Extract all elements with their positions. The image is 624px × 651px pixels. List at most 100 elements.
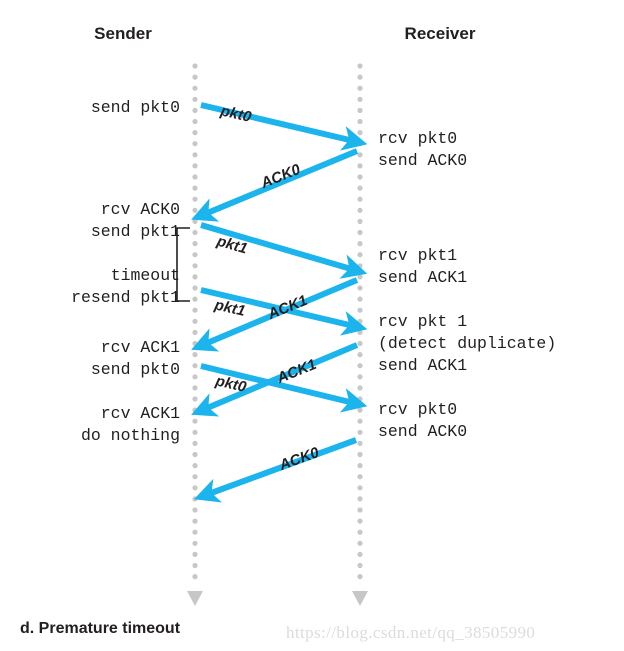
timeline-dot [192,163,198,169]
figure-caption: d. Premature timeout [20,620,181,637]
timeout-bracket-group [176,227,190,302]
timeline-dot [192,496,198,502]
timeline-dot [192,507,198,513]
timeline-dot [357,374,363,380]
timeline-dot [192,385,198,391]
timeline-dot [357,96,363,102]
timeline-dot [357,418,363,424]
timeline-dot [192,429,198,435]
timeline-dot [357,74,363,80]
receiver-event-r3: rcv pkt 1(detect duplicate)send ACK1 [378,311,556,377]
receiver-event-line: rcv pkt 1 [378,312,468,331]
timeline-dot [192,529,198,535]
timeline-dot [192,485,198,491]
timeline-dot [357,196,363,202]
timeline-dot [192,185,198,191]
timeline-dot [357,518,363,524]
timeline-dot [192,340,198,347]
timeline-dot [357,174,363,180]
message-arrow-m5 [191,277,359,352]
timeline-dot [357,440,363,446]
timeline-dot [357,218,363,224]
timeline-dot [357,107,363,113]
timeline-dot [192,318,198,324]
message-arrows-group [191,102,368,503]
message-arrow-m4 [200,287,368,336]
message-arrow-m6 [200,363,368,413]
timeline-dot [357,385,363,391]
receiver-event-line: send ACK0 [378,151,468,170]
timeline-dot [192,118,198,125]
timeline-dot [357,229,363,236]
timeline-dot [192,263,198,269]
receiver-event-line: (detect duplicate) [378,334,557,353]
timeline-dot [357,352,363,358]
timeline-dot [357,141,363,147]
sender-event-line: resend pkt1 [71,288,180,307]
timeline-dot [357,463,363,469]
timeline-dot [357,63,363,69]
watermark-text: https://blog.csdn.net/qq_38505990 [286,623,536,642]
receiver-event-line: rcv pkt1 [378,246,458,265]
timeline-dot [192,396,198,402]
timeline-dot [192,85,198,91]
timeline-dot [357,551,363,558]
timeline-dot [357,496,363,502]
receiver-event-line: send ACK1 [378,268,468,287]
timeline-dot [192,107,198,113]
timeline-dot [192,285,198,291]
sender-event-s5: rcv ACK1 do nothing [0,403,180,447]
timelines-group [187,63,368,606]
timeline-dot [192,551,198,558]
timeline-dot [357,474,363,480]
timeline-dot [357,451,363,458]
timeline-dot [357,163,363,169]
timeline-dot [357,363,363,369]
timeline-dot [357,118,363,125]
timeline-dot [357,540,363,546]
timeline-dot [357,307,363,313]
timeline-arrowhead [352,591,368,606]
timeline-dot [357,429,363,435]
timeline-dot [192,296,198,302]
timeline-dot [357,340,363,347]
timeline-dot [357,562,363,569]
timeline-dot [357,263,363,269]
timeline-dot [357,329,363,335]
timeline-dot [192,407,198,413]
timeline-dot [357,241,363,247]
sender-event-line: send pkt0 [90,360,180,379]
message-arrow-m8 [193,437,358,503]
column-heading-receiver: Receiver [404,24,476,43]
sender-event-s1: send pkt0 [0,97,180,119]
timeline-dot [357,407,363,413]
timeline-dot [357,252,363,258]
timeline-dot [192,518,198,524]
receiver-event-line: rcv pkt0 [378,400,458,419]
timeline-dot [357,574,363,580]
timeline-dot [192,152,198,158]
timeline-dot [192,274,198,280]
timeline-dot [192,352,198,358]
timeout-bracket [176,227,190,302]
sender-event-line: do nothing [80,426,180,445]
timeline-dot [192,440,198,446]
timeline-dot [192,207,198,213]
sender-event-line: rcv ACK1 [100,404,180,423]
sender-event-line: send pkt1 [90,222,180,241]
timeline-dot [357,274,363,280]
timeline-dot [192,141,198,147]
timeline-dot [192,96,198,102]
timeline-dot [192,562,198,569]
timeline-dot [192,540,198,546]
timeline-dot [192,218,198,224]
timeline-dot [357,85,363,91]
timeline-arrowhead [187,591,203,606]
timeline-dot [357,152,363,158]
